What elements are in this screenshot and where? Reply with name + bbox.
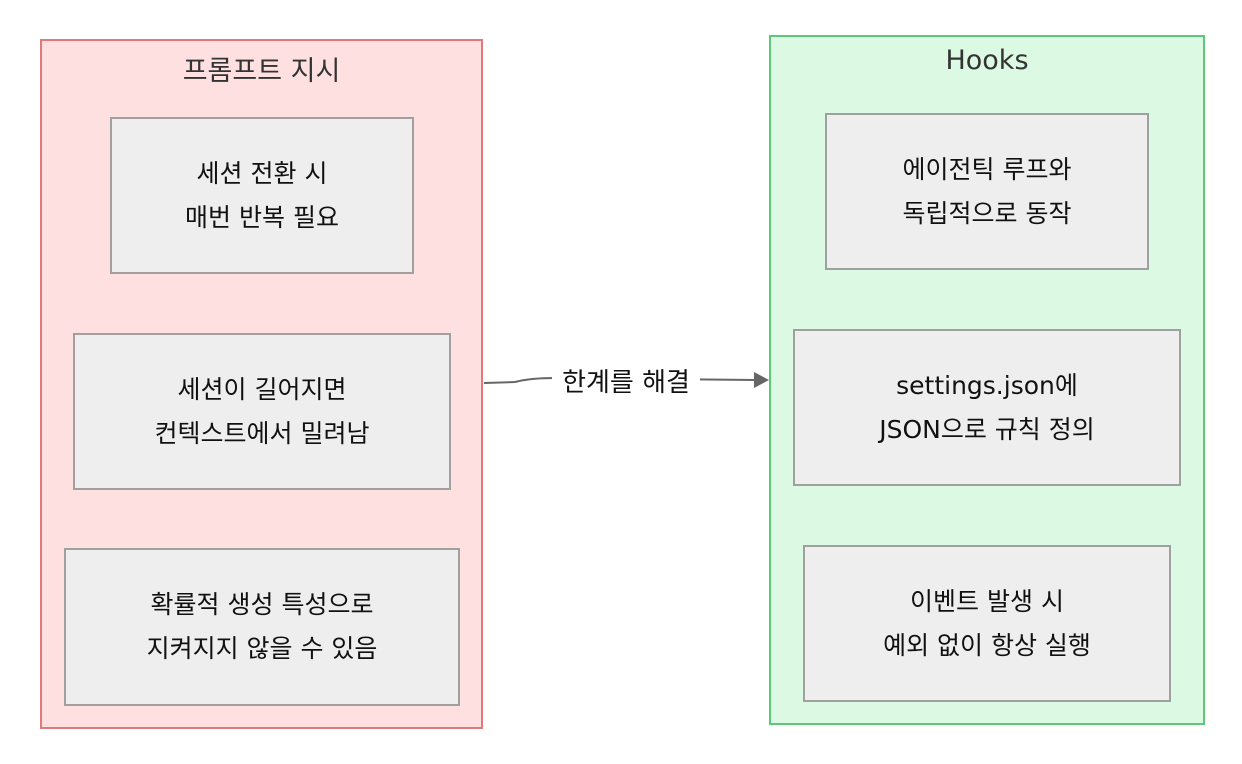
node-always-executes: 이벤트 발생 시 예외 없이 항상 실행 xyxy=(803,545,1171,702)
node-text: 매번 반복 필요 xyxy=(185,202,339,232)
node-text: JSON으로 규칙 정의 xyxy=(879,414,1095,444)
node-text: 이벤트 발생 시 xyxy=(910,586,1064,616)
group-title: Hooks xyxy=(945,45,1029,76)
node-text: 세션 전환 시 xyxy=(196,158,328,188)
group-title: 프롬프트 지시 xyxy=(182,56,341,87)
arrowhead-icon xyxy=(754,372,769,388)
node-text: 예외 없이 항상 실행 xyxy=(883,630,1091,660)
node-text: settings.json에 xyxy=(896,370,1078,400)
edge-label: 한계를 해결 xyxy=(552,362,700,399)
node-independent-of-loop: 에이전틱 루프와 독립적으로 동작 xyxy=(825,113,1149,270)
node-text: 독립적으로 동작 xyxy=(902,198,1072,228)
node-settings-json: settings.json에 JSON으로 규칙 정의 xyxy=(793,329,1181,486)
node-text: 세션이 길어지면 xyxy=(177,374,347,404)
node-text: 지켜지지 않을 수 있음 xyxy=(146,634,378,663)
node-repeat-on-session-switch: 세션 전환 시 매번 반복 필요 xyxy=(110,117,414,274)
node-text: 컨텍스트에서 밀려남 xyxy=(154,418,370,448)
node-text: 에이전틱 루프와 xyxy=(902,154,1072,184)
node-pushed-out-of-context: 세션이 길어지면 컨텍스트에서 밀려남 xyxy=(73,333,451,490)
node-probabilistic: 확률적 생성 특성으로 지켜지지 않을 수 있음 xyxy=(64,548,460,706)
node-text: 확률적 생성 특성으로 xyxy=(150,590,374,619)
